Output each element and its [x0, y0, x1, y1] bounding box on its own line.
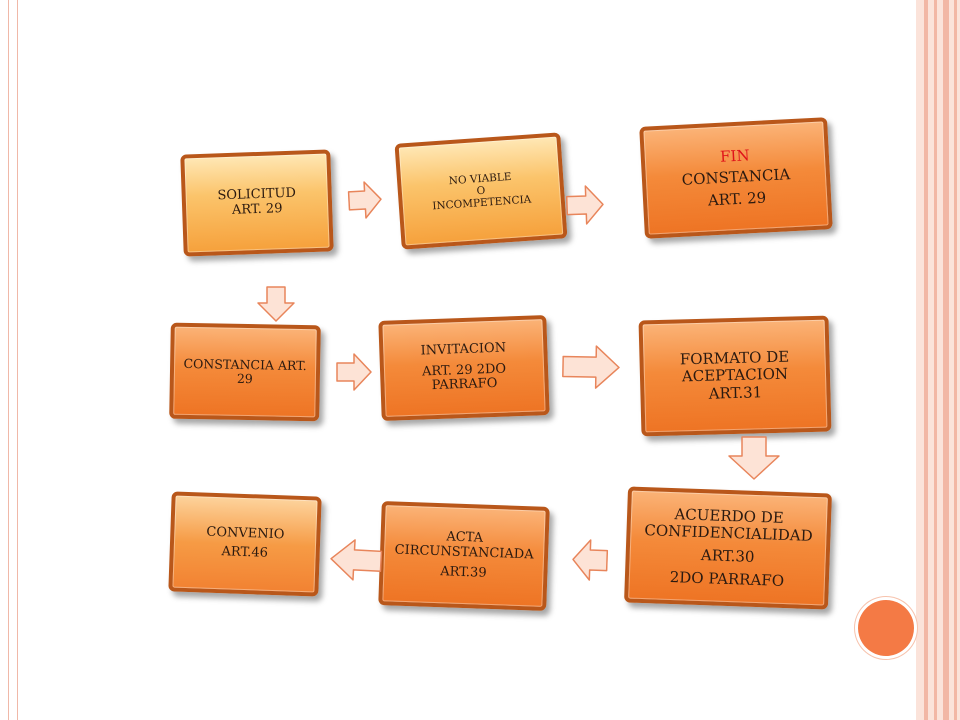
- arrow-invitacion-to-formato: [562, 343, 621, 390]
- acta-title: ACTA CIRCUNSTANCIADA: [394, 528, 534, 562]
- arrow-solicitud-to-noviable: [347, 179, 383, 221]
- fin-constancia: CONSTANCIA: [681, 165, 791, 190]
- box-solicitud: SOLICITUD ART. 29: [180, 149, 334, 257]
- formato-text: FORMATO DE ACEPTACION ART.31: [679, 347, 790, 403]
- slide-frame-right: [916, 0, 960, 720]
- box-no-viable: NO VIABLE O INCOMPETENCIA: [394, 132, 568, 250]
- acuerdo-article: ART.30: [700, 546, 755, 566]
- invitacion-article: ART. 29 2DO PARRAFO: [421, 361, 507, 394]
- accent-circle: [858, 600, 914, 656]
- convenio-title: CONVENIO: [206, 524, 285, 543]
- box-acuerdo: ACUERDO DE CONFIDENCIALIDAD ART.30 2DO P…: [624, 486, 832, 610]
- no-viable-line2: O: [476, 184, 486, 198]
- box-acta: ACTA CIRCUNSTANCIADA ART.39: [378, 501, 550, 611]
- acuerdo-title: ACUERDO DE CONFIDENCIALIDAD: [644, 504, 813, 545]
- box-invitacion: INVITACION ART. 29 2DO PARRAFO: [378, 315, 550, 421]
- box-convenio: CONVENIO ART.46: [168, 491, 322, 597]
- acuerdo-paragraph: 2DO PARRAFO: [669, 568, 785, 591]
- arrow-formato-to-acuerdo: [728, 436, 780, 480]
- acta-article: ART.39: [439, 564, 487, 582]
- arrow-constancia-to-invitacion: [336, 352, 372, 392]
- box-fin: FIN CONSTANCIA ART. 29: [639, 117, 833, 239]
- no-viable-line3: INCOMPETENCIA: [431, 193, 532, 213]
- solicitud-article: ART. 29: [231, 201, 283, 218]
- arrow-acta-to-convenio: [329, 537, 383, 584]
- arrow-solicitud-to-constancia: [256, 286, 296, 322]
- fin-article: ART. 29: [707, 188, 767, 210]
- fin-label: FIN: [719, 146, 751, 166]
- convenio-article: ART.46: [221, 544, 269, 561]
- arrow-noviable-to-fin: [565, 183, 604, 226]
- constancia-text: CONSTANCIA ART. 29: [183, 355, 307, 387]
- box-constancia: CONSTANCIA ART. 29: [169, 322, 321, 422]
- box-formato: FORMATO DE ACEPTACION ART.31: [638, 315, 832, 437]
- invitacion-title: INVITACION: [420, 340, 507, 359]
- slide-frame-left: [8, 0, 18, 720]
- arrow-acuerdo-to-acta: [571, 537, 609, 582]
